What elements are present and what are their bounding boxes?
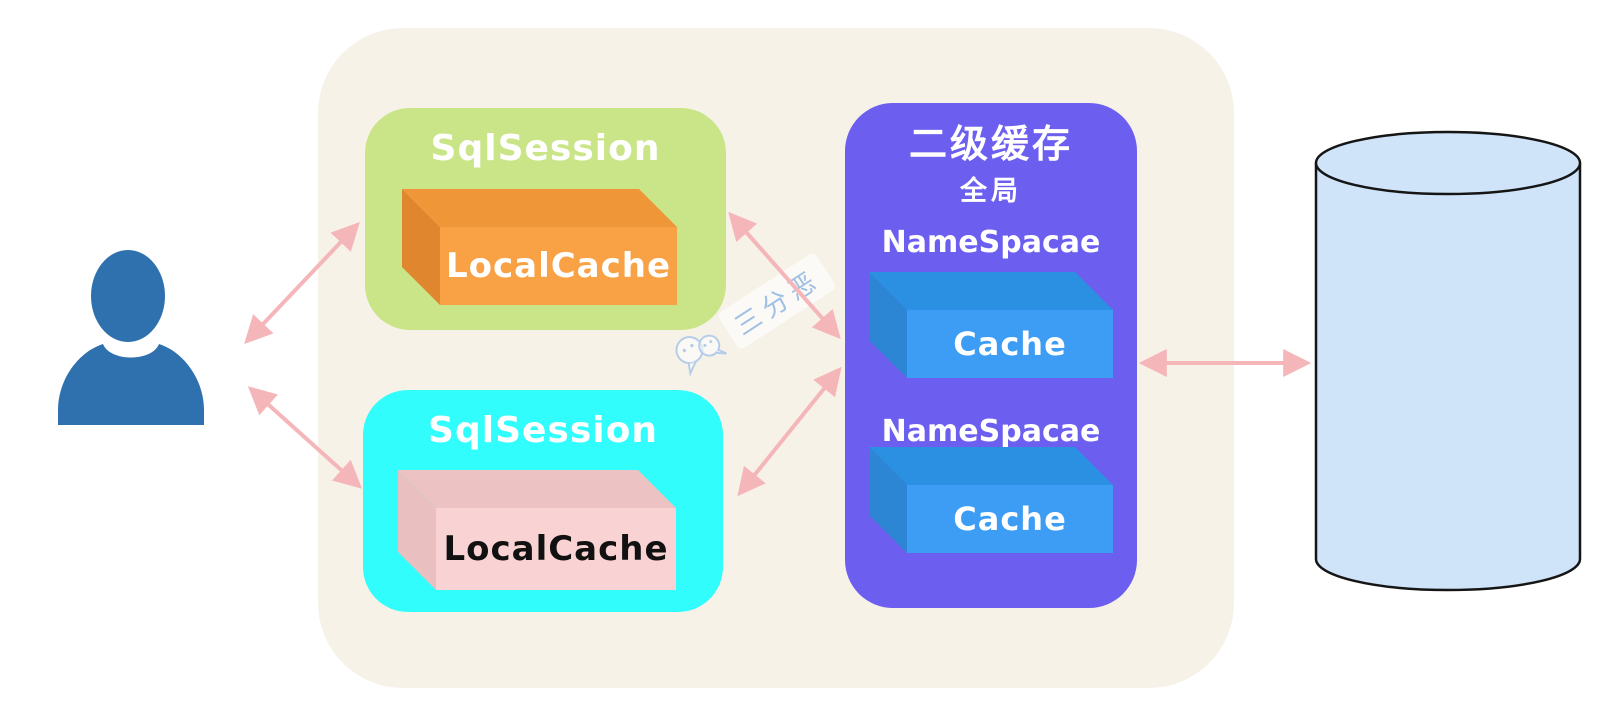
local-cache-bottom-label: LocalCache	[443, 529, 669, 569]
second-level-cache-subtitle: 全局	[960, 176, 1022, 207]
local-cache-box-top: LocalCache	[402, 189, 677, 305]
second-level-cache-box: 二级缓存 全局 NameSpacae Cache NameSpacae Cach…	[845, 103, 1137, 608]
sqlsession-box-top: SqlSession LocalCache	[365, 108, 726, 330]
cache-top-face	[869, 447, 1113, 485]
local-cache-front-face: LocalCache	[440, 227, 677, 305]
local-cache-top-label: LocalCache	[445, 246, 672, 286]
database-icon	[1314, 130, 1582, 592]
namespace-label-1: NameSpacae	[881, 225, 1101, 260]
sqlsession-top-title: SqlSession	[430, 128, 661, 169]
second-level-cache-title: 二级缓存	[908, 122, 1073, 166]
namespace-cache-box-2: Cache	[869, 447, 1113, 553]
cache-front-face: Cache	[907, 485, 1113, 553]
cache-label-1: Cache	[953, 325, 1067, 363]
namespace-label-2: NameSpacae	[881, 414, 1101, 449]
namespace-cache-box-1: Cache	[869, 272, 1113, 378]
sqlsession-box-bottom: SqlSession LocalCache	[363, 390, 723, 612]
cache-label-2: Cache	[953, 500, 1067, 538]
local-cache-box-bottom: LocalCache	[398, 470, 676, 590]
user-icon	[58, 250, 204, 425]
watermark: 三分恶	[663, 249, 838, 386]
local-cache-top-face	[402, 189, 677, 227]
local-cache-front-face: LocalCache	[436, 508, 676, 590]
sqlsession-bottom-title: SqlSession	[428, 410, 658, 451]
cache-front-face: Cache	[907, 310, 1113, 378]
wechat-icon	[675, 334, 727, 377]
local-cache-top-face	[398, 470, 676, 508]
mybatis-cache-container: SqlSession LocalCache SqlSession LocalCa…	[318, 28, 1234, 688]
cache-top-face	[869, 272, 1113, 310]
